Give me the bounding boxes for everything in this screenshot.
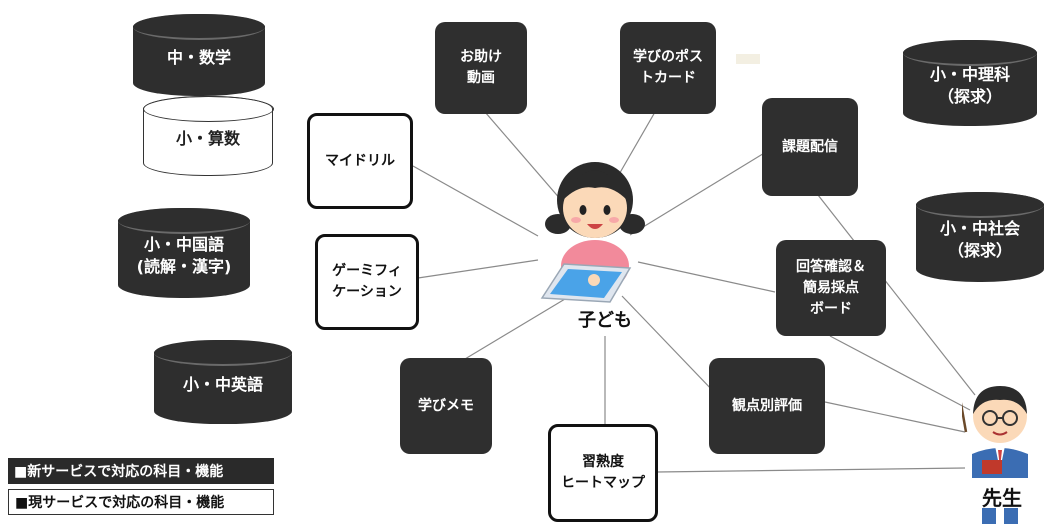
- tablet-icon: [540, 263, 632, 303]
- feature-memo: 学びメモ: [400, 358, 492, 454]
- child-label: 子ども: [578, 310, 632, 331]
- feature-answer-check: 回答確認＆ 簡易採点 ボード: [776, 240, 886, 336]
- pointer-icon: [962, 402, 968, 433]
- subject-english: 小・中英語: [154, 340, 292, 424]
- feature-heatmap: 習熟度 ヒートマップ: [548, 424, 658, 522]
- subject-science: 小・中理科 （探求）: [903, 40, 1037, 126]
- feature-evaluation: 観点別評価: [709, 358, 825, 454]
- subject-math-jhs: 中・数学: [133, 14, 265, 96]
- feature-help-video: お助け 動画: [435, 22, 527, 114]
- legend-new-service: ■新サービスで対応の科目・機能: [8, 458, 274, 484]
- highlight-mark: [736, 54, 760, 64]
- subject-social: 小・中社会 （探求）: [916, 192, 1044, 282]
- feature-my-drill: マイドリル: [307, 113, 413, 209]
- legend-current-service: ■現サービスで対応の科目・機能: [8, 489, 274, 515]
- teacher-label: 先生: [982, 486, 1022, 510]
- feature-gamification: ゲーミフィ ケーション: [315, 234, 419, 330]
- feature-postcard: 学びのポス トカード: [620, 22, 716, 114]
- subject-math-elem: 小・算数: [142, 95, 274, 176]
- feature-assignment: 課題配信: [762, 98, 858, 196]
- teacher-icon: [962, 386, 1028, 524]
- subject-japanese: 小・中国語 (読解・漢字): [118, 208, 250, 298]
